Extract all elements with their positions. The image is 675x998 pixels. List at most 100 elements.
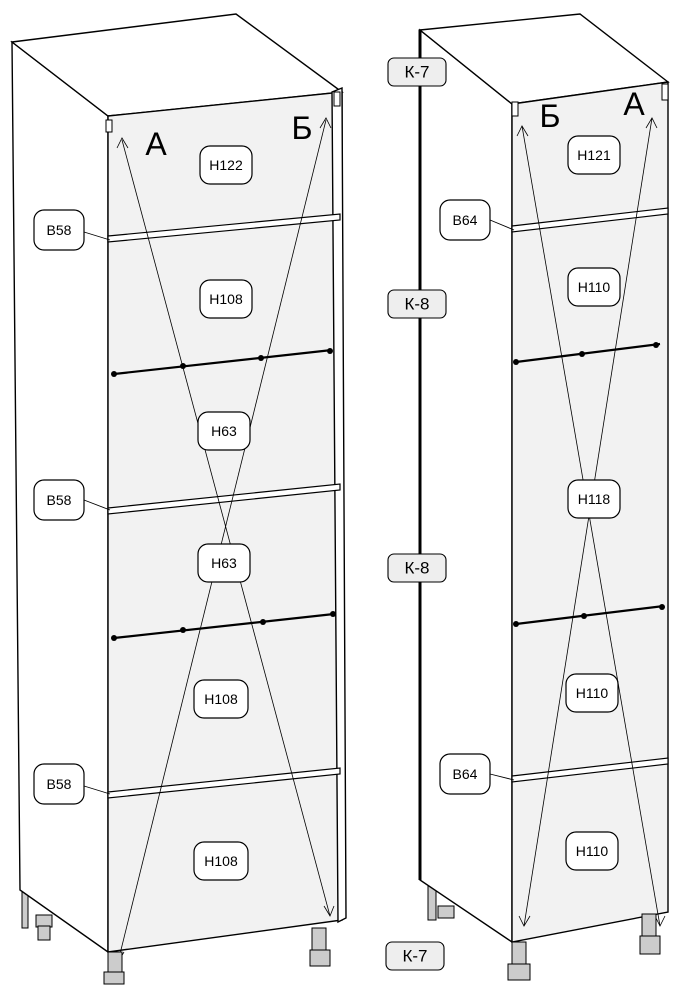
arrow-down-icon [518, 915, 531, 927]
bolt [260, 619, 266, 625]
k-tag-label: К-8 [404, 295, 429, 314]
k-tag-label: К-8 [404, 559, 429, 578]
left-shelf [107, 483, 341, 515]
arrow-down-icon [654, 915, 666, 927]
k-tags: К-7 К-8 К-8 К-7 [385, 57, 447, 971]
part-label: B58 [47, 222, 72, 238]
part-tag [197, 543, 251, 583]
right-rail-bolts [513, 342, 665, 627]
part-tag [565, 673, 619, 713]
left-diagonal-b [117, 119, 327, 963]
bolt [111, 635, 117, 641]
part-label: H108 [204, 853, 238, 869]
part-tag [193, 841, 249, 881]
leg [507, 963, 531, 981]
leg [37, 925, 51, 941]
bolt [579, 351, 585, 357]
bolt [513, 359, 519, 365]
arrow-up-icon [116, 137, 129, 149]
arrow-up-icon [645, 117, 658, 129]
leg [103, 971, 125, 985]
left-cabinet: А Б H122 H108 H63 H63 H108 H108 B58 B58 … [10, 13, 347, 985]
part-label: H121 [577, 147, 611, 163]
leg [309, 949, 331, 967]
part-tag [33, 763, 85, 805]
part-label: H110 [576, 843, 609, 859]
leg [511, 941, 527, 967]
k-tag-label: К-7 [404, 63, 429, 82]
k-tag [387, 289, 447, 319]
right-front-legs [507, 913, 661, 981]
bracket [511, 101, 519, 117]
leg [437, 905, 455, 919]
bolt [111, 371, 117, 377]
left-shelf [107, 767, 341, 799]
part-label: H110 [578, 279, 611, 295]
right-rail [515, 342, 661, 364]
left-front-legs [103, 927, 331, 985]
left-edge-strip [331, 86, 347, 924]
part-label: B58 [47, 492, 72, 508]
left-rail [113, 612, 335, 640]
part-label: H108 [204, 691, 238, 707]
k-tag-label: К-7 [402, 947, 427, 966]
bolt [258, 355, 264, 361]
leg [35, 914, 53, 928]
arrow-up-icon [319, 117, 332, 129]
part-tag [193, 679, 249, 719]
part-label: B64 [453, 212, 478, 228]
corner-label-b: Б [292, 110, 313, 146]
part-tag [197, 411, 251, 451]
part-label: B64 [453, 766, 478, 782]
bracket [105, 119, 113, 133]
right-diagonal-a [521, 125, 661, 927]
leg [641, 913, 657, 939]
part-tag [199, 279, 253, 319]
part-tag [199, 145, 253, 185]
right-cabinet: Б А H121 H110 H118 H110 H110 B64 B64 [418, 13, 670, 981]
part-label: H110 [576, 685, 609, 701]
corner-label-b: Б [540, 98, 561, 134]
arrow-up-icon [516, 125, 529, 137]
bolt [180, 627, 186, 633]
bolt [327, 348, 333, 354]
part-tag [33, 479, 85, 521]
part-label: H118 [578, 491, 611, 507]
bolt [330, 611, 336, 617]
leader-line [489, 773, 515, 781]
part-tag [565, 831, 619, 871]
part-label: B58 [47, 776, 72, 792]
leg [311, 927, 327, 953]
bolt [180, 363, 186, 369]
leader-line [489, 219, 515, 231]
part-tag [439, 199, 491, 241]
left-diagonal-a [121, 139, 331, 917]
right-shelf [511, 757, 669, 783]
k-tag [385, 941, 445, 971]
part-tag [567, 135, 621, 175]
part-label: H63 [211, 423, 237, 439]
k-tag [387, 553, 447, 583]
part-label: H108 [209, 291, 243, 307]
leader-line [83, 499, 111, 511]
bracket [333, 91, 341, 107]
bolt [581, 613, 587, 619]
bolt [513, 621, 519, 627]
part-tag [33, 209, 85, 251]
bracket [661, 83, 669, 101]
right-side-panel [419, 28, 513, 944]
part-label: H122 [209, 157, 243, 173]
corner-label-a: А [623, 86, 645, 122]
k-tag [387, 57, 447, 87]
part-tag [567, 479, 621, 519]
leader-line [83, 231, 111, 241]
right-rail [515, 604, 665, 626]
leg [107, 951, 123, 975]
part-tag [567, 267, 621, 307]
bolt [659, 604, 665, 610]
arrow-down-icon [323, 905, 335, 917]
leg [639, 935, 661, 955]
part-tag [439, 753, 491, 795]
